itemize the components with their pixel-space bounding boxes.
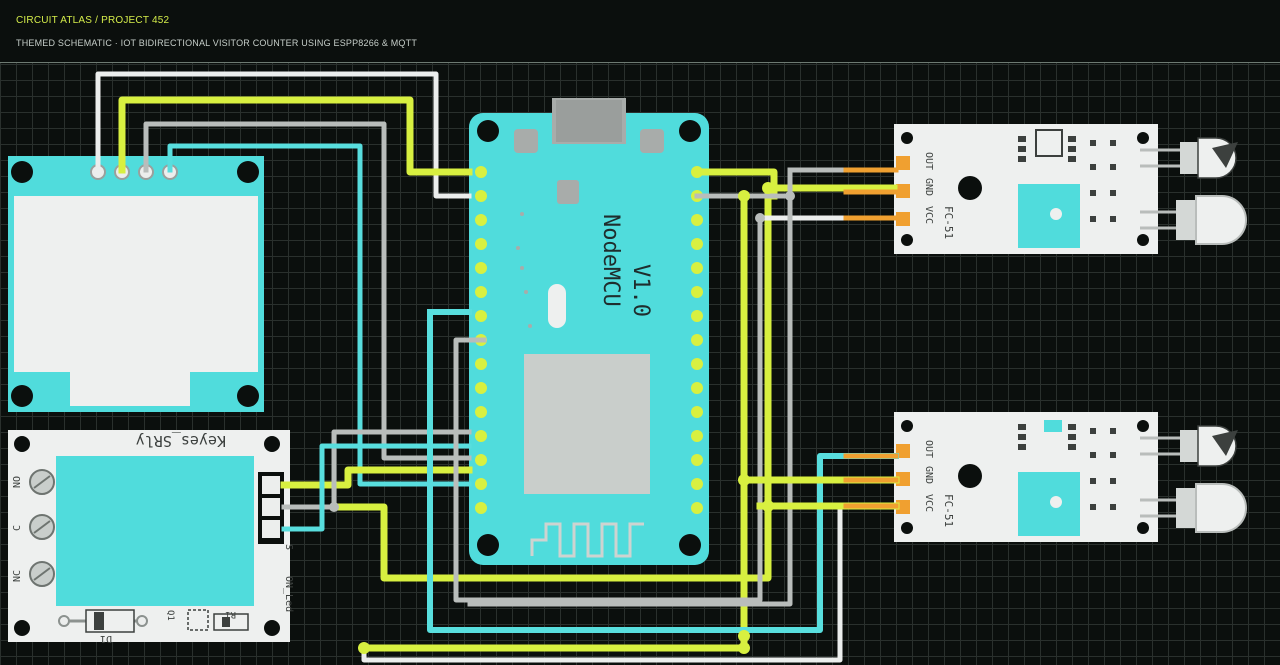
wire-relay-yellow-vcc[interactable] [280,466,473,489]
relay-module[interactable]: NO C NC Keyes_SRly D1 Q1 R1 ON_Led S [8,430,294,644]
nodemcu-name-label: NodeMCU [598,214,623,307]
sensor1-pin-vcc: VCC [923,206,934,224]
nodemcu-board[interactable]: NodeMCU V1.0 [469,98,709,565]
sensor2-pin-vcc: VCC [923,494,934,512]
sensor2-pin-out: OUT [923,440,934,458]
sensor2-model-label: FC-51 [942,494,955,527]
page-subtitle: THEMED SCHEMATIC · IOT BIDIRECTIONAL VIS… [16,38,418,48]
sensor1-vcc-pad[interactable] [896,212,910,226]
relay-brand-label: Keyes_SRly [136,432,226,450]
sensor1-ir-emitter [1140,195,1247,245]
r1-resistor [213,613,249,631]
diode-label: D1 [100,633,112,644]
wire-oled-yellow[interactable] [118,96,473,176]
sensor1-ir-receiver [1140,137,1238,179]
wifi-antenna-trace [530,522,644,558]
relay-terminal-no-label: NO [12,476,23,488]
ir-sensor-top[interactable]: OUT GND VCC FC-51 [894,124,1247,254]
wire-oled-cyan[interactable] [167,143,472,487]
nodemcu-left-pins[interactable] [475,166,487,514]
wire-gray-vertical-right[interactable] [467,167,793,607]
sensor1-model-label: FC-51 [942,206,955,239]
sensor2-ir-emitter [1140,483,1247,533]
wire-white-vertical-right[interactable] [453,215,763,603]
sensor2-ir-receiver [1140,425,1238,467]
nodemcu-right-pins[interactable] [691,166,703,514]
wire-oled-white[interactable] [95,71,472,199]
sensor1-gnd-pad[interactable] [896,184,910,198]
diode-pad-left[interactable] [58,615,70,627]
sensor2-pin-gnd: GND [923,466,934,484]
relay-header-pins[interactable] [258,472,284,544]
relay-terminal-c-label: C [12,525,23,531]
q1-label: Q1 [165,610,175,621]
wire-relay-cyan[interactable] [281,443,472,532]
sensor1-pin-gnd: GND [923,178,934,196]
header-bar: CIRCUIT ATLAS / PROJECT 452 THEMED SCHEM… [0,0,1280,63]
sensor1-out-pad[interactable] [896,156,910,170]
sensor2-out-pad[interactable] [896,444,910,458]
relay-led-label: ON_Led [283,576,294,612]
relay-terminal-nc-label: NC [12,570,23,582]
diode-pad-right[interactable] [136,615,148,627]
relay-screw-terminals[interactable] [29,469,55,587]
relay-diode[interactable] [64,609,140,633]
ir-sensor-bottom[interactable]: OUT GND VCC FC-51 [894,412,1247,542]
wires[interactable] [95,71,900,663]
nodemcu-version-label: V1.0 [628,264,653,317]
sensor1-pin-out: OUT [923,152,934,170]
breadcrumb[interactable]: CIRCUIT ATLAS / PROJECT 452 [16,15,170,26]
wire-oled-gray[interactable] [143,121,472,461]
wire-junctions [329,182,795,654]
relay-pin-s-label: S [283,544,294,550]
wire-relay-gray[interactable] [281,429,472,510]
q1-footprint [187,609,209,631]
oled-display-module[interactable] [8,156,264,412]
r1-label: R1 [225,609,236,619]
